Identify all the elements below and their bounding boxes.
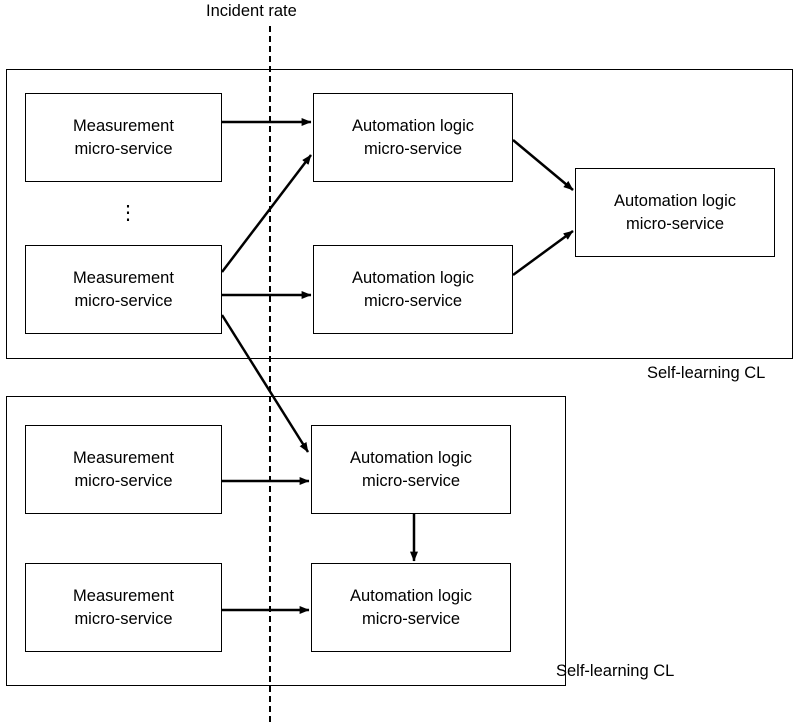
node-line1: Measurement [73, 449, 174, 468]
incident-rate-label: Incident rate [206, 2, 297, 20]
node-line2: micro-service [361, 471, 461, 490]
node-automation-logic-micro-service-2[interactable]: Automation logic micro-service [313, 245, 513, 334]
node-automation-logic-micro-service-1[interactable]: Automation logic micro-service [313, 93, 513, 182]
node-line1: Automation logic [614, 192, 736, 211]
node-line2: micro-service [625, 214, 725, 233]
node-line2: micro-service [363, 291, 463, 310]
self-learning-cl-group-top [6, 69, 793, 359]
node-measurement-micro-service-2[interactable]: Measurement micro-service [25, 245, 222, 334]
incident-rate-divider [269, 26, 271, 722]
node-line2: micro-service [74, 139, 173, 158]
node-line2: micro-service [74, 291, 173, 310]
node-line1: Automation logic [352, 117, 474, 136]
node-line1: Automation logic [352, 269, 474, 288]
self-learning-cl-caption-top: Self-learning CL [647, 364, 766, 382]
node-line2: micro-service [74, 471, 173, 490]
node-line1: Measurement [73, 117, 174, 136]
node-line2: micro-service [361, 609, 461, 628]
node-automation-logic-micro-service-3[interactable]: Automation logic micro-service [575, 168, 775, 257]
node-automation-logic-micro-service-4[interactable]: Automation logic micro-service [311, 425, 511, 514]
ellipsis-vertical: ⋮ [118, 202, 138, 224]
node-measurement-micro-service-4[interactable]: Measurement micro-service [25, 563, 222, 652]
node-line2: micro-service [363, 139, 463, 158]
node-line2: micro-service [74, 609, 173, 628]
node-measurement-micro-service-3[interactable]: Measurement micro-service [25, 425, 222, 514]
node-line1: Measurement [73, 269, 174, 288]
node-automation-logic-micro-service-5[interactable]: Automation logic micro-service [311, 563, 511, 652]
node-measurement-micro-service-1[interactable]: Measurement micro-service [25, 93, 222, 182]
node-line1: Measurement [73, 587, 174, 606]
self-learning-cl-caption-bottom: Self-learning CL [556, 662, 675, 680]
node-line1: Automation logic [350, 587, 472, 606]
node-line1: Automation logic [350, 449, 472, 468]
